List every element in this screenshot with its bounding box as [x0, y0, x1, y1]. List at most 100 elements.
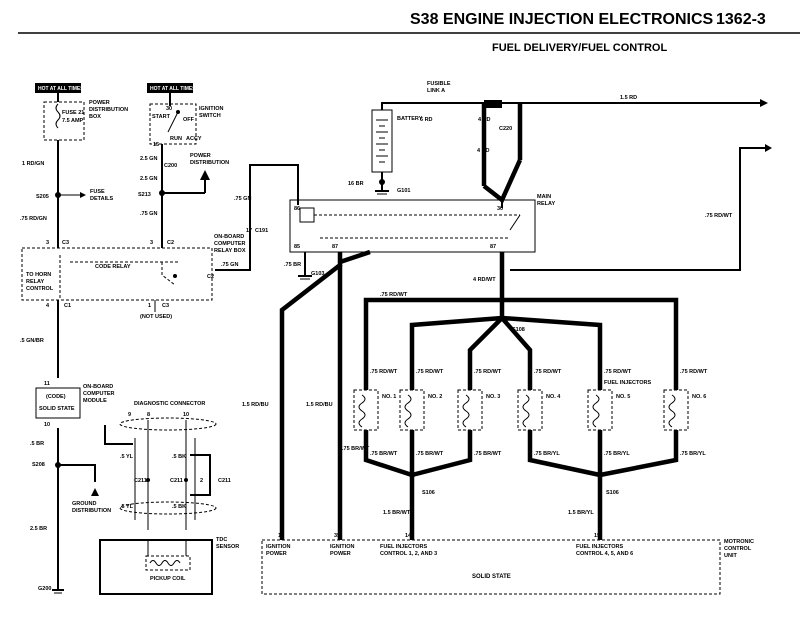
svg-text:.5 YL: .5 YL	[120, 454, 134, 460]
svg-text:RELAY: RELAY	[26, 279, 44, 285]
svg-text:.75 GN: .75 GN	[234, 196, 251, 202]
svg-text:CONTROL 4, 5, AND 6: CONTROL 4, 5, AND 6	[576, 551, 633, 557]
injector-label: NO. 6	[692, 394, 706, 400]
svg-text:6 RD: 6 RD	[420, 117, 433, 123]
svg-text:16 BR: 16 BR	[348, 181, 364, 187]
svg-text:C2: C2	[207, 274, 214, 280]
svg-text:RELAY: RELAY	[537, 201, 555, 207]
svg-text:DIAGNOSTIC CONNECTOR: DIAGNOSTIC CONNECTOR	[134, 401, 205, 407]
svg-text:S213: S213	[138, 192, 151, 198]
fusible-link-a: FUSIBLE LINK A 1.5 RD 4 RD C220 4 RD	[427, 81, 768, 204]
svg-text:.5 BK: .5 BK	[172, 454, 186, 460]
svg-text:POWER: POWER	[266, 551, 287, 557]
injector-wire-top: .75 RD/WT	[370, 369, 398, 375]
svg-text:8: 8	[147, 412, 150, 418]
svg-text:S106: S106	[422, 490, 435, 496]
svg-text:IGNITION: IGNITION	[266, 544, 290, 550]
svg-text:11: 11	[44, 381, 50, 387]
motronic-control-unit: 18 35 14 15 IGNITION POWER IGNITION POWE…	[261, 533, 754, 595]
injector-label: NO. 5	[616, 394, 630, 400]
svg-text:14: 14	[405, 533, 412, 539]
svg-text:.5 BK: .5 BK	[172, 504, 186, 510]
ignition-switch: 30 START OFF RUN ACCY 15 IGNITION SWITCH	[149, 93, 223, 148]
injector-wire-top: .75 RD/WT	[604, 369, 632, 375]
svg-text:G103: G103	[311, 271, 324, 277]
svg-text:START: START	[152, 114, 171, 120]
injector-wire-top: .75 RD/WT	[474, 369, 502, 375]
injector-wire-top: .75 RD/WT	[416, 369, 444, 375]
svg-text:.75 RD/GN: .75 RD/GN	[20, 216, 47, 222]
svg-text:UNIT: UNIT	[724, 553, 737, 559]
svg-text:(NOT USED): (NOT USED)	[140, 314, 172, 320]
svg-text:C3: C3	[162, 303, 169, 309]
svg-text:10: 10	[183, 412, 189, 418]
svg-text:ON-BOARD: ON-BOARD	[214, 234, 244, 240]
svg-text:35: 35	[334, 533, 340, 539]
svg-text:S106: S106	[606, 490, 619, 496]
svg-text:TO HORN: TO HORN	[26, 272, 51, 278]
dme-solid-state: SOLID STATE	[472, 574, 511, 580]
injector-wire-bottom: .75 BR/WT	[416, 451, 444, 457]
svg-text:87: 87	[490, 244, 496, 250]
svg-text:COMPUTER: COMPUTER	[83, 391, 115, 397]
svg-text:ACCY: ACCY	[186, 136, 202, 142]
svg-text:.5 YL: .5 YL	[120, 504, 134, 510]
svg-text:G101: G101	[397, 188, 410, 194]
page-subtitle: FUEL DELIVERY/FUEL CONTROL	[492, 42, 667, 54]
svg-text:86: 86	[294, 206, 300, 212]
svg-text:FUSE: FUSE	[90, 189, 105, 195]
svg-text:15: 15	[594, 533, 600, 539]
svg-text:CONTROL: CONTROL	[724, 546, 752, 552]
fuel-injector-6: NO. 6.75 RD/WT.75 BR/YL	[663, 369, 708, 457]
svg-text:BATTERY: BATTERY	[397, 116, 423, 122]
svg-text:1.5 RD: 1.5 RD	[620, 95, 637, 101]
svg-text:2.5 BR: 2.5 BR	[30, 526, 47, 532]
fuse-21: FUSE 21 7.5 AMP POWER DISTRIBUTION BOX	[43, 93, 128, 141]
svg-text:1.5 RD/BU: 1.5 RD/BU	[306, 402, 333, 408]
svg-text:PICKUP COIL: PICKUP COIL	[150, 576, 186, 582]
svg-text:G200: G200	[38, 586, 51, 592]
svg-text:S208: S208	[32, 462, 45, 468]
svg-text:HOT AT ALL TIMES: HOT AT ALL TIMES	[150, 86, 196, 92]
svg-text:SOLID STATE: SOLID STATE	[39, 406, 75, 412]
code-relay-box: CODE RELAY TO HORN RELAY CONTROL ON-BOAR…	[21, 234, 246, 301]
header: S38 ENGINE INJECTION ELECTRONICS 1362-3 …	[18, 11, 800, 54]
svg-text:C2: C2	[167, 240, 174, 246]
svg-text:FUEL INJECTORS: FUEL INJECTORS	[576, 544, 623, 550]
svg-text:4: 4	[46, 303, 50, 309]
svg-text:FUEL INJECTORS: FUEL INJECTORS	[604, 380, 651, 386]
svg-text:POWER: POWER	[330, 551, 351, 557]
svg-text:CONTROL 1, 2, AND 3: CONTROL 1, 2, AND 3	[380, 551, 437, 557]
injector-wire-top: .75 RD/WT	[534, 369, 562, 375]
injector-wire-top: .75 RD/WT	[680, 369, 708, 375]
code-relay-name: CODE RELAY	[95, 264, 131, 270]
svg-text:3: 3	[46, 240, 49, 246]
svg-text:IGNITION: IGNITION	[199, 106, 223, 112]
svg-text:IGNITION: IGNITION	[330, 544, 354, 550]
svg-text:DISTRIBUTION: DISTRIBUTION	[190, 160, 229, 166]
svg-text:18: 18	[278, 533, 284, 539]
svg-text:MAIN: MAIN	[537, 194, 551, 200]
svg-text:C220: C220	[499, 126, 512, 132]
page-number: 1362-3	[716, 11, 766, 28]
fuse-rating: 7.5 AMP	[62, 118, 84, 124]
svg-text:(CODE): (CODE)	[46, 394, 66, 400]
svg-text:10: 10	[44, 422, 50, 428]
svg-text:.75 RD/WT: .75 RD/WT	[380, 292, 408, 298]
svg-text:ON-BOARD: ON-BOARD	[83, 384, 113, 390]
svg-text:2.5 GN: 2.5 GN	[140, 176, 157, 182]
svg-text:C211: C211	[218, 478, 231, 484]
injector-label: NO. 1	[382, 394, 396, 400]
computer-module: 11 (CODE) SOLID STATE ON-BOARD COMPUTER …	[35, 381, 115, 428]
svg-text:SENSOR: SENSOR	[216, 544, 239, 550]
fuel-injector-4: NO. 4.75 RD/WT.75 BR/YL	[517, 369, 562, 457]
svg-text:DETAILS: DETAILS	[90, 196, 113, 202]
svg-text:85: 85	[294, 244, 300, 250]
svg-text:GROUND: GROUND	[72, 501, 96, 507]
fuel-injector-3: NO. 3.75 RD/WT.75 BR/WT	[457, 369, 502, 457]
svg-text:2: 2	[200, 478, 203, 484]
injector-wire-bottom: .75 BR/YL	[534, 451, 560, 457]
svg-text:15: 15	[153, 142, 159, 148]
svg-text:C200: C200	[164, 163, 177, 169]
svg-text:C3: C3	[62, 240, 69, 246]
